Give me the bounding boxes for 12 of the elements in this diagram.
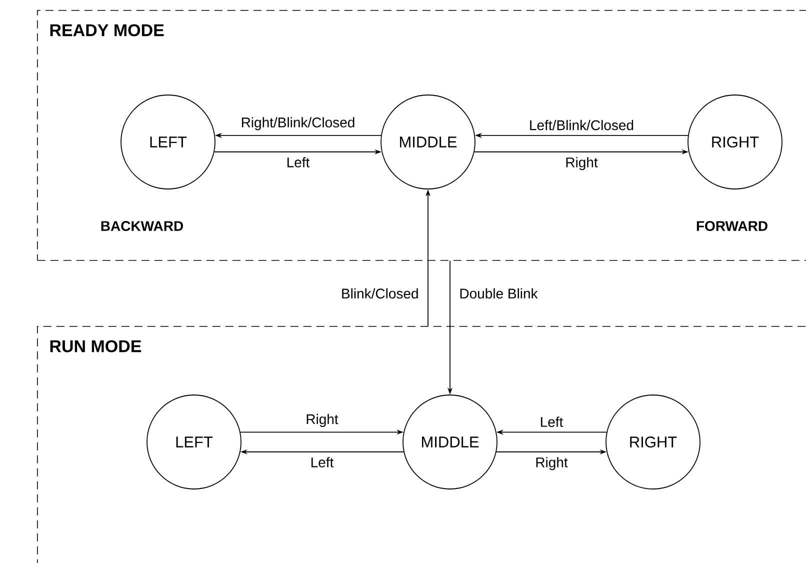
edge-label: Right/Blink/Closed — [242, 117, 354, 130]
edge-label: Right — [566, 157, 598, 170]
edge-label: Left — [311, 457, 334, 468]
direction-label: BACKWARD — [101, 221, 183, 231]
edge-label: Left/Blink/Closed — [530, 120, 634, 130]
direction-label: FORWARD — [696, 221, 768, 231]
edge-label: Right — [536, 457, 568, 470]
edge-label: Left — [540, 416, 564, 427]
edge-label: Blink/Closed — [342, 288, 418, 299]
edge-label: Double Blink — [460, 288, 538, 299]
edge-label: Left — [287, 157, 310, 168]
edge-label: Right — [306, 414, 338, 427]
